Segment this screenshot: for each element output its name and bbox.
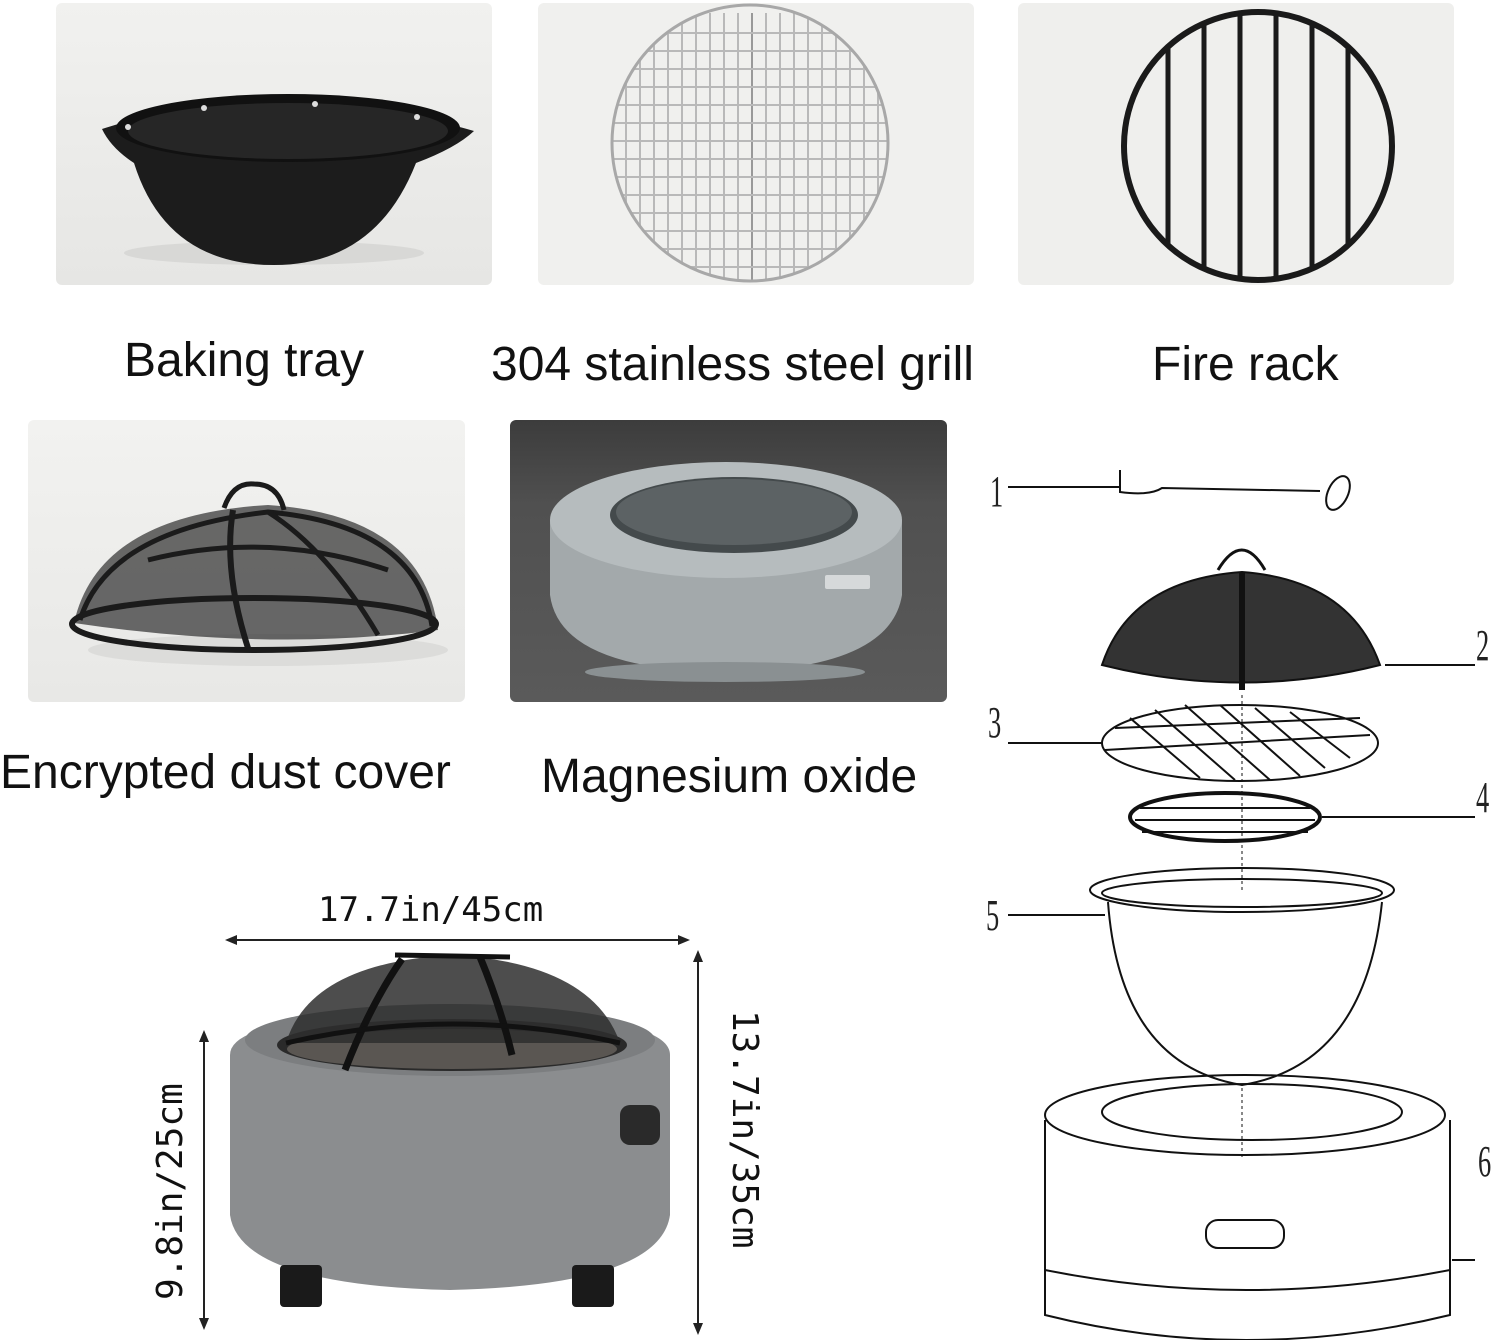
magnesium-oxide-photo	[510, 420, 947, 702]
dust-cover-icon	[69, 481, 448, 666]
exploded-diagram	[1008, 470, 1475, 1340]
callout-3: 3	[988, 698, 1002, 747]
caption-grill: 304 stainless steel grill	[491, 338, 974, 391]
caption-magnesium-oxide: Magnesium oxide	[541, 750, 918, 803]
callout-4: 4	[1476, 773, 1490, 822]
callout-5: 5	[986, 891, 1000, 940]
baking-tray-photo	[56, 3, 492, 285]
width-arrow	[225, 935, 690, 945]
fire-rack-photo	[1018, 3, 1454, 285]
callout-1: 1	[990, 467, 1004, 516]
fire-rack-icon	[1121, 9, 1395, 283]
total-height-arrow	[693, 950, 703, 1335]
caption-fire-rack: Fire rack	[1152, 338, 1339, 391]
width-dimension-label: 17.7in/45cm	[318, 890, 544, 930]
dust-cover-photo	[28, 420, 465, 702]
assembled-fire-pit-image	[230, 952, 670, 1307]
callout-6: 6	[1478, 1137, 1492, 1186]
grill-photo	[538, 3, 974, 285]
grill-icon	[610, 3, 890, 283]
body-height-arrow	[199, 1030, 209, 1330]
mgo-base-icon	[550, 462, 902, 682]
caption-baking-tray: Baking tray	[124, 334, 365, 387]
body-height-label: 9.8in/25cm	[150, 1083, 191, 1300]
caption-dust-cover: Encrypted dust cover	[0, 746, 451, 799]
callout-2: 2	[1476, 621, 1490, 670]
total-height-label: 13.7in/35cm	[724, 1010, 765, 1249]
bowl-icon	[102, 94, 474, 265]
